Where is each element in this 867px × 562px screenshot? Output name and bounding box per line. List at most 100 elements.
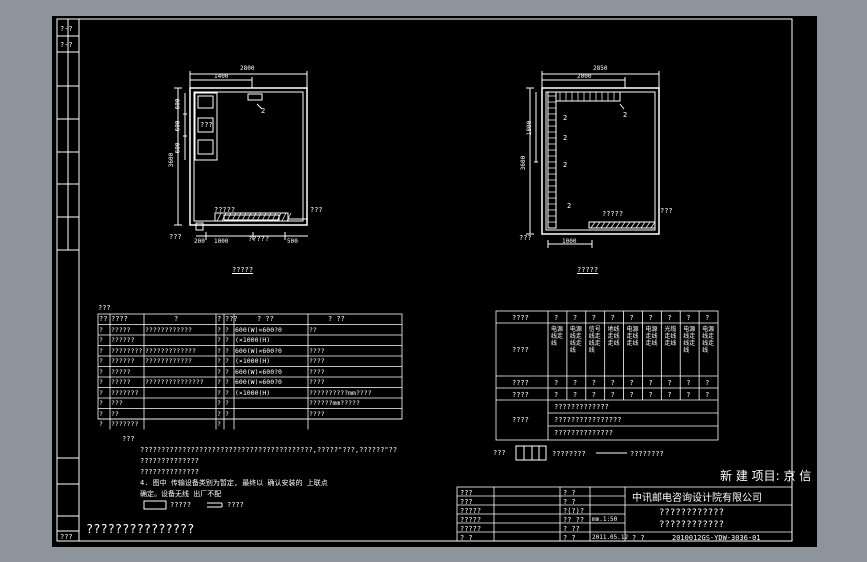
equipment-band-label: ????? — [214, 206, 236, 214]
dim-left-segment: 600 — [174, 120, 182, 132]
left-strip-cell: ?-? — [60, 41, 73, 49]
right-table-cell: 地线走线走线 — [607, 326, 620, 347]
title-block-label: ? ?? — [563, 525, 580, 533]
left-table-cell: ???? — [309, 409, 325, 418]
left-table-cell: ? — [217, 409, 221, 418]
left-table-cell: ? — [225, 325, 229, 334]
right-table-cell: ? — [629, 391, 634, 399]
left-table-cell: ???? — [309, 357, 325, 365]
right-table-cell: ? — [705, 391, 710, 399]
note-line: ????????????????????????????????????????… — [140, 446, 398, 454]
right-table-cell: ? — [648, 391, 653, 399]
title-block-label: ??? — [460, 489, 473, 497]
right-table-cell: ? — [705, 379, 710, 387]
left-table-cell: ???????? — [111, 346, 143, 355]
date: 2011.05.12 — [592, 534, 629, 541]
left-table-header: ? ?? — [257, 315, 274, 323]
title-block-label: ? ? — [632, 534, 645, 542]
left-table-cell: ?? — [111, 409, 119, 418]
title-block-label: ? ? — [460, 534, 473, 542]
callout: 2 — [563, 114, 568, 122]
left-table-cell: ? — [225, 367, 229, 376]
right-table-header: ? — [667, 314, 672, 322]
title-block-label: ? ? — [563, 498, 576, 506]
left-strip-cell: ?-? — [60, 25, 73, 33]
legend-item-tray: ???????? — [552, 450, 586, 458]
company-name: 中讯邮电咨询设计院有限公司 — [632, 493, 762, 504]
dim-top-outer: 2800 — [240, 65, 255, 72]
right-table-header: ? — [705, 314, 710, 322]
left-table-cell: ? — [99, 346, 103, 355]
right-table-row-label: ???? — [512, 379, 529, 387]
note-line: ?????????????? — [140, 457, 200, 465]
callout: 2 — [567, 202, 572, 210]
dim-left-segment: 600 — [174, 98, 182, 110]
callout: 2 — [563, 161, 568, 169]
right-table-header-label: ???? — [512, 314, 529, 322]
left-table-cell: ???? — [309, 346, 325, 355]
notes-heading: ??? — [122, 435, 135, 443]
left-table-cell: ????? — [111, 325, 131, 334]
left-table-caption: ??? — [98, 304, 111, 312]
left-table-cell: ??????mm????? — [309, 399, 360, 407]
left-table-cell: (×1000(H) — [235, 357, 271, 365]
drawing-sheet: ?-? ?-? ??? 2800 1400 3600 600 600 600 ?… — [52, 16, 817, 547]
right-table-cell: ???????????????? — [554, 416, 622, 424]
right-table-cell: ? — [572, 391, 578, 399]
left-table-cell: ???? — [309, 367, 325, 376]
drawing-linework — [56, 18, 793, 542]
note-line: 确定。设备无线 出厂不配 — [140, 490, 222, 498]
right-table-header: ? — [554, 314, 559, 322]
callout-top: 2 — [261, 107, 266, 115]
left-table-cell: ? — [217, 378, 221, 386]
dim-left-upper: 1800 — [526, 120, 534, 136]
dim-left-total: 3600 — [168, 152, 176, 168]
dim-bottom-mid: 1000 — [214, 238, 229, 245]
note-line: 4. 图中 传输设备类别为暂定, 最终以 确认安装的 上联点 — [140, 479, 328, 487]
legend-label: ??? — [493, 449, 506, 457]
left-table-cell: ? — [99, 325, 103, 334]
left-table-header: ? ?? — [328, 315, 345, 323]
left-table-cell: ?????? — [111, 357, 135, 365]
drawing-title-2: ???????????? — [659, 520, 725, 530]
title-block-label: ?? ?? — [563, 516, 585, 524]
right-table-cell: ? — [554, 379, 559, 387]
right-table-cell: 电源线走线走线 — [683, 326, 696, 354]
left-table-cell: ? — [225, 357, 229, 365]
right-table-header: ? — [610, 314, 615, 322]
left-table-cell: ??????????mm???? — [309, 388, 372, 397]
left-table-cell: ? — [99, 378, 103, 386]
left-table-cell: ??? — [111, 399, 123, 407]
right-table-cell: ? — [554, 391, 559, 399]
left-table-cell: ? — [217, 325, 221, 334]
left-table-cell: ? — [217, 357, 221, 365]
drawing-title-1: ???????????? — [659, 508, 725, 518]
left-table-cell: ? — [99, 336, 103, 344]
dim-top-inner: 1400 — [214, 73, 229, 80]
left-table-cell: ? — [217, 399, 221, 407]
left-table-cell: ?????? — [111, 336, 135, 344]
left-table-cell: ? — [99, 420, 103, 428]
left-table-cell: ? — [217, 388, 221, 397]
left-table-cell: ???????????? — [145, 357, 192, 365]
title-block-label: ????? — [460, 507, 482, 515]
equipment-band-label: ????? — [602, 210, 624, 218]
dim-bottom-left: 200 — [194, 238, 205, 245]
right-table-cell: ?????????????? — [554, 429, 614, 437]
dim-left-total: 3600 — [520, 155, 528, 171]
note-line: ?????????????? — [140, 468, 200, 476]
left-table-cell: ? — [99, 409, 103, 418]
left-table-cell: ????? — [111, 367, 131, 376]
dim-top-outer: 2850 — [593, 65, 608, 72]
left-table-header: ???? — [111, 315, 128, 323]
left-table-cell: ? — [225, 399, 229, 407]
left-table-cell: ? — [217, 336, 221, 344]
right-table-cell: ? — [667, 391, 672, 399]
left-table-cell: ? — [99, 357, 103, 365]
right-table-cell: ? — [648, 379, 653, 387]
left-table-header: ?? — [99, 315, 108, 323]
left-table-cell: 600(W)×600?0 — [235, 378, 282, 386]
left-table-cell: 600(W)×600?0 — [235, 367, 282, 376]
title-block-label: ? ? — [563, 489, 576, 497]
right-table-cell: 电源走线走线 — [645, 326, 658, 347]
